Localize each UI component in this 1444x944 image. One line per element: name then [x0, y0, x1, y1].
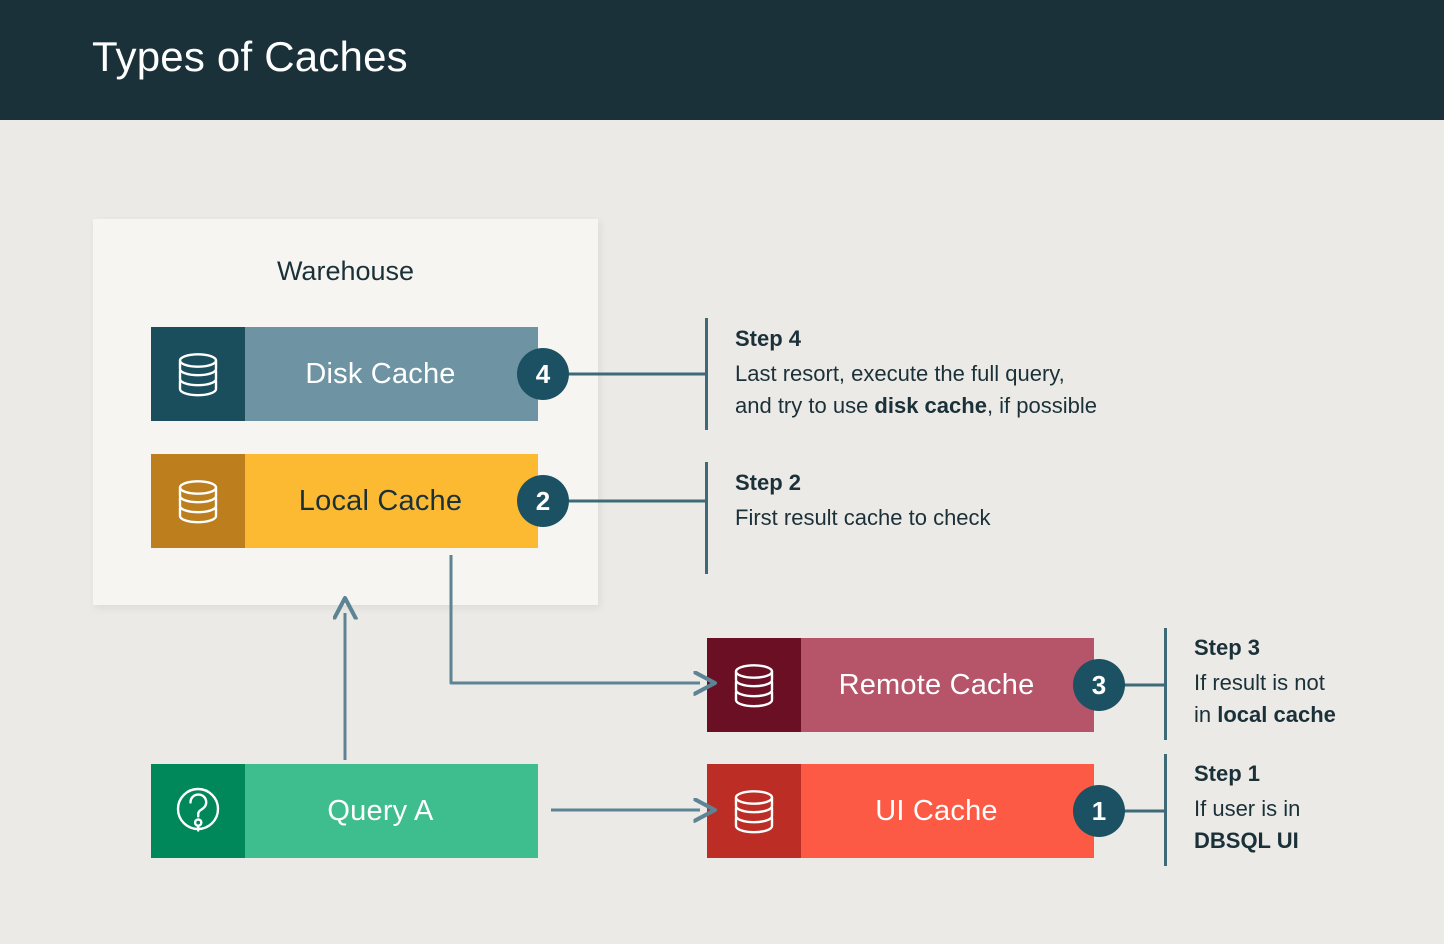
remote-cache-body: Remote Cache	[801, 638, 1094, 732]
step-divider-4	[705, 318, 708, 430]
query-a-label: Query A	[327, 794, 434, 827]
step-text-1: Step 1 If user is in DBSQL UI	[1194, 761, 1434, 857]
step-badge-3[interactable]: 3	[1073, 659, 1125, 711]
step-3-desc: If result is not in local cache	[1194, 667, 1434, 731]
step-3-title: Step 3	[1194, 635, 1261, 660]
question-circle-icon	[176, 787, 220, 832]
step-badge-1[interactable]: 1	[1073, 785, 1125, 837]
remote-cache-label: Remote Cache	[838, 668, 1035, 701]
step-4-desc-pre: and try to use	[735, 392, 875, 418]
disk-cache-label: Disk Cache	[305, 357, 456, 390]
step-divider-2	[705, 462, 708, 574]
step-2-desc: First result cache to check	[735, 502, 1235, 534]
database-icon	[734, 664, 774, 708]
node-remote-cache[interactable]: Remote Cache	[707, 638, 1094, 732]
page-title: Types of Caches	[92, 33, 408, 80]
ui-cache-body: UI Cache	[801, 764, 1094, 858]
node-disk-cache[interactable]: Disk Cache	[151, 327, 538, 421]
database-icon	[178, 353, 218, 397]
step-3-desc-pre: in	[1194, 701, 1218, 727]
step-3-desc-line2: in local cache	[1194, 699, 1434, 731]
disk-cache-body: Disk Cache	[245, 327, 538, 421]
step-4-desc-line2: and try to use disk cache, if possible	[735, 390, 1235, 422]
node-ui-cache[interactable]: UI Cache	[707, 764, 1094, 858]
node-local-cache[interactable]: Local Cache	[151, 454, 538, 548]
step-2-title: Step 2	[735, 470, 802, 495]
step-badge-2[interactable]: 2	[517, 475, 569, 527]
step-text-2: Step 2 First result cache to check	[735, 470, 1235, 534]
step-divider-1	[1164, 754, 1167, 866]
local-cache-icon-panel	[151, 454, 245, 548]
header-bar: Types of Caches	[0, 0, 1444, 120]
step-text-3: Step 3 If result is not in local cache	[1194, 635, 1434, 731]
step-3-desc-bold: local cache	[1217, 701, 1336, 727]
disk-cache-icon-panel	[151, 327, 245, 421]
database-icon	[734, 790, 774, 834]
step-4-desc-post: , if possible	[986, 392, 1097, 418]
step-4-title: Step 4	[735, 326, 802, 351]
step-badge-4[interactable]: 4	[517, 348, 569, 400]
step-1-title: Step 1	[1194, 761, 1261, 786]
step-1-desc-line1: If user is in	[1194, 796, 1301, 821]
local-cache-label: Local Cache	[298, 484, 463, 517]
step-divider-3	[1164, 628, 1167, 740]
step-text-4: Step 4 Last resort, execute the full que…	[735, 326, 1235, 422]
node-query-a[interactable]: Query A	[151, 764, 538, 858]
query-a-body: Query A	[245, 764, 538, 858]
step-1-desc-bold: DBSQL UI	[1194, 827, 1299, 853]
step-4-desc-bold: disk cache	[874, 392, 987, 418]
step-3-desc-line1: If result is not	[1194, 670, 1325, 695]
ui-cache-label: UI Cache	[875, 794, 998, 827]
query-a-icon-panel	[151, 764, 245, 858]
step-1-desc-line2: DBSQL UI	[1194, 825, 1434, 857]
database-icon	[178, 480, 218, 524]
step-1-desc: If user is in DBSQL UI	[1194, 793, 1434, 857]
ui-cache-icon-panel	[707, 764, 801, 858]
diagram-canvas: Warehouse	[0, 120, 1444, 944]
step-2-desc-line1: First result cache to check	[735, 505, 991, 530]
step-4-desc-line1: Last resort, execute the full query,	[735, 361, 1065, 386]
warehouse-label: Warehouse	[276, 256, 415, 286]
step-4-desc: Last resort, execute the full query, and…	[735, 358, 1235, 422]
local-cache-body: Local Cache	[245, 454, 538, 548]
remote-cache-icon-panel	[707, 638, 801, 732]
